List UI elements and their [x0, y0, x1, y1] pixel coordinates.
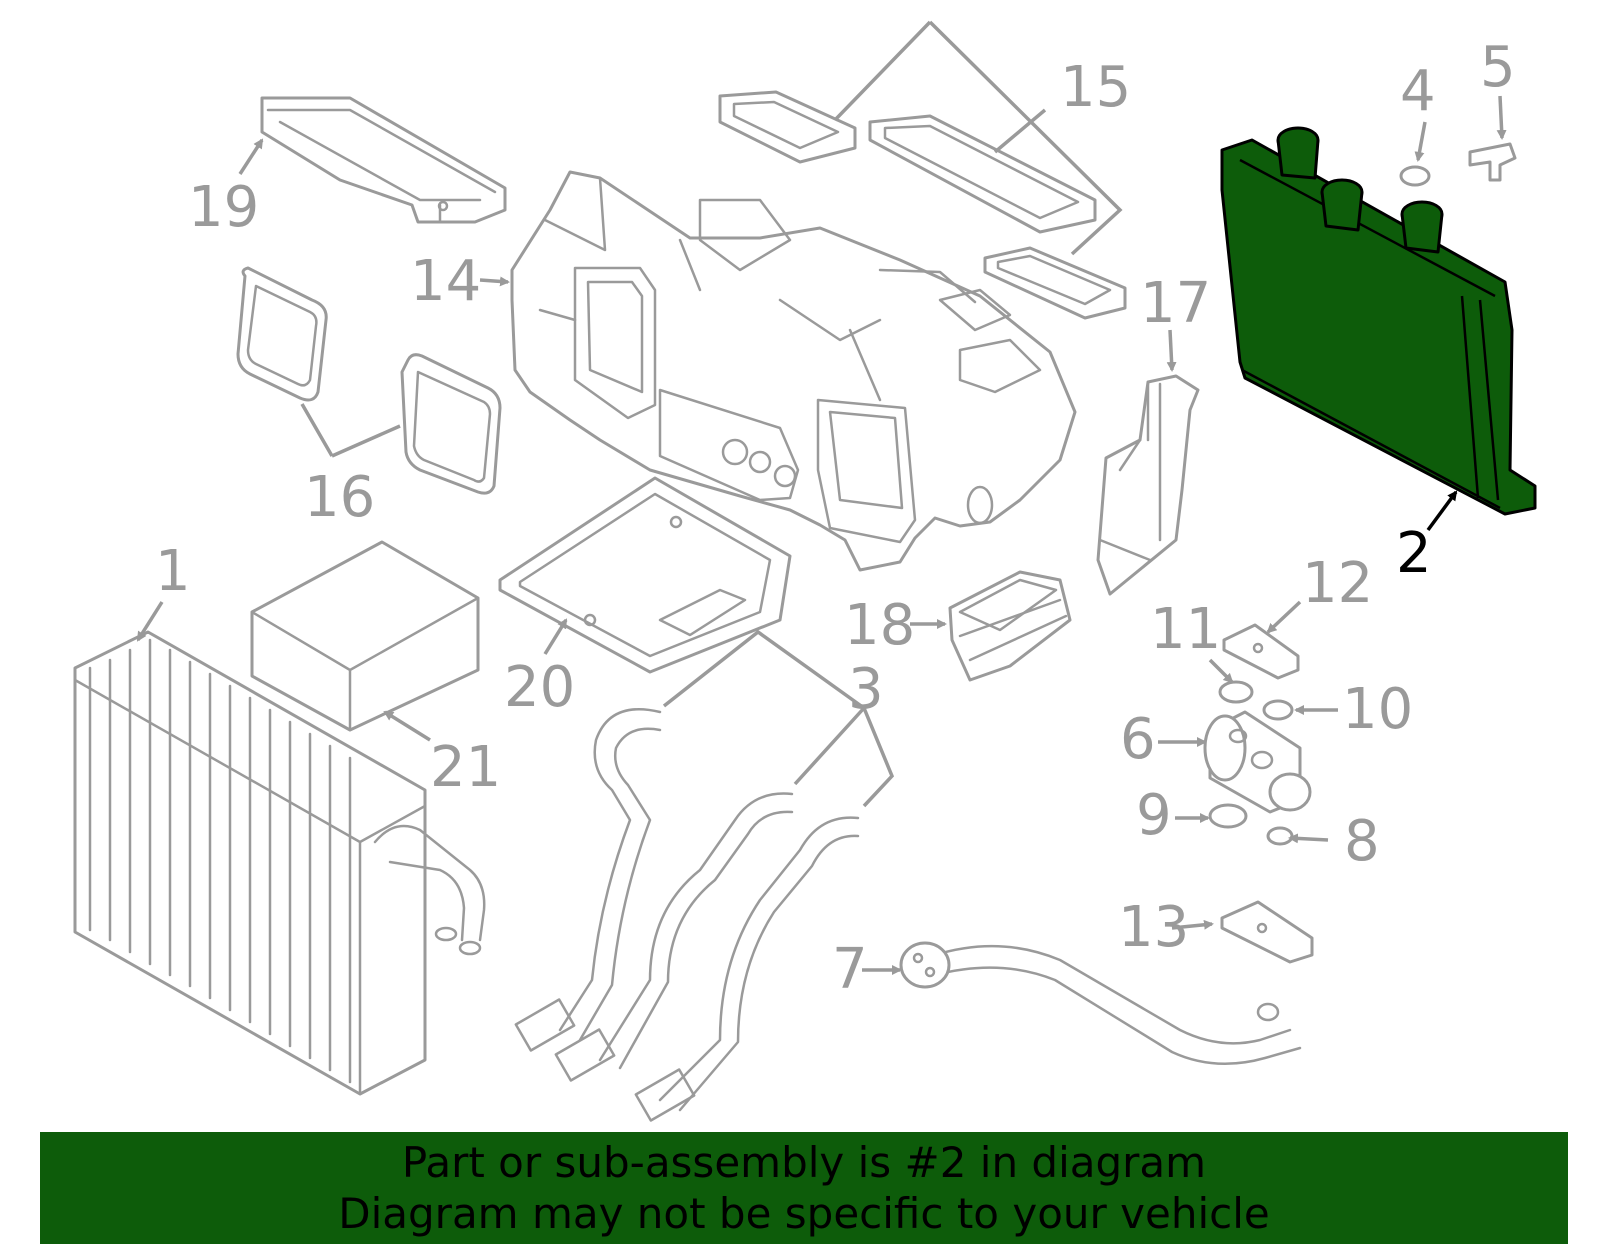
part-7-refrigerant-line[interactable] [899, 941, 1302, 1066]
part-17-cover[interactable] [1096, 374, 1200, 596]
callout-9: 9 [1136, 783, 1172, 848]
callout-14: 14 [410, 249, 481, 314]
callout-7: 7 [832, 937, 868, 1002]
part-13-gasket-plate[interactable] [1220, 900, 1314, 964]
callout-2: 2 [1396, 521, 1432, 586]
banner-line-2: Diagram may not be specific to your vehi… [338, 1189, 1270, 1238]
callout-19: 19 [188, 175, 259, 240]
callout-18: 18 [844, 593, 915, 658]
part-6-expansion-valve[interactable] [1203, 710, 1312, 814]
callout-21: 21 [430, 735, 501, 800]
callout-labels: 1 2 3 4 5 6 7 8 9 10 11 12 13 14 15 16 1… [155, 35, 1516, 1002]
part-9-o-ring[interactable] [1208, 803, 1248, 829]
part-19-air-duct[interactable] [260, 96, 507, 224]
callout-8: 8 [1344, 809, 1380, 874]
callout-6: 6 [1120, 707, 1156, 772]
part-18-vent-duct[interactable] [948, 570, 1072, 682]
callout-4: 4 [1400, 59, 1436, 124]
part-2-heater-core[interactable] [1220, 126, 1537, 516]
part-14-hvac-housing[interactable] [510, 170, 1077, 572]
callout-1: 1 [155, 539, 191, 604]
callout-10: 10 [1342, 677, 1413, 742]
callout-5: 5 [1480, 35, 1516, 100]
part-5-clip[interactable] [1468, 142, 1517, 182]
callout-3: 3 [848, 657, 884, 722]
callout-12: 12 [1302, 551, 1373, 616]
part-8-o-ring[interactable] [1266, 826, 1294, 846]
part-4-o-ring[interactable] [1399, 165, 1431, 187]
part-3-coolant-hoses[interactable] [514, 708, 860, 1122]
part-20-lower-tray[interactable] [498, 476, 792, 674]
leader-lines [136, 20, 1507, 975]
callout-11: 11 [1150, 597, 1221, 662]
part-12-gasket-plate[interactable] [1222, 623, 1300, 680]
callout-20: 20 [504, 655, 575, 720]
callout-17: 17 [1140, 271, 1211, 336]
part-10-o-ring[interactable] [1262, 699, 1294, 721]
part-11-o-ring[interactable] [1218, 680, 1254, 704]
part-1-evaporator[interactable] [73, 630, 486, 1096]
part-21-cabin-filter[interactable] [250, 540, 480, 732]
callout-15: 15 [1060, 55, 1131, 120]
callout-16: 16 [304, 465, 375, 530]
part-16-seals[interactable] [236, 266, 502, 495]
banner-line-1: Part or sub-assembly is #2 in diagram [401, 1138, 1207, 1187]
callout-13: 13 [1118, 895, 1189, 960]
part-15-frames[interactable] [718, 90, 1127, 320]
info-banner: Part or sub-assembly is #2 in diagram Di… [40, 1132, 1568, 1244]
